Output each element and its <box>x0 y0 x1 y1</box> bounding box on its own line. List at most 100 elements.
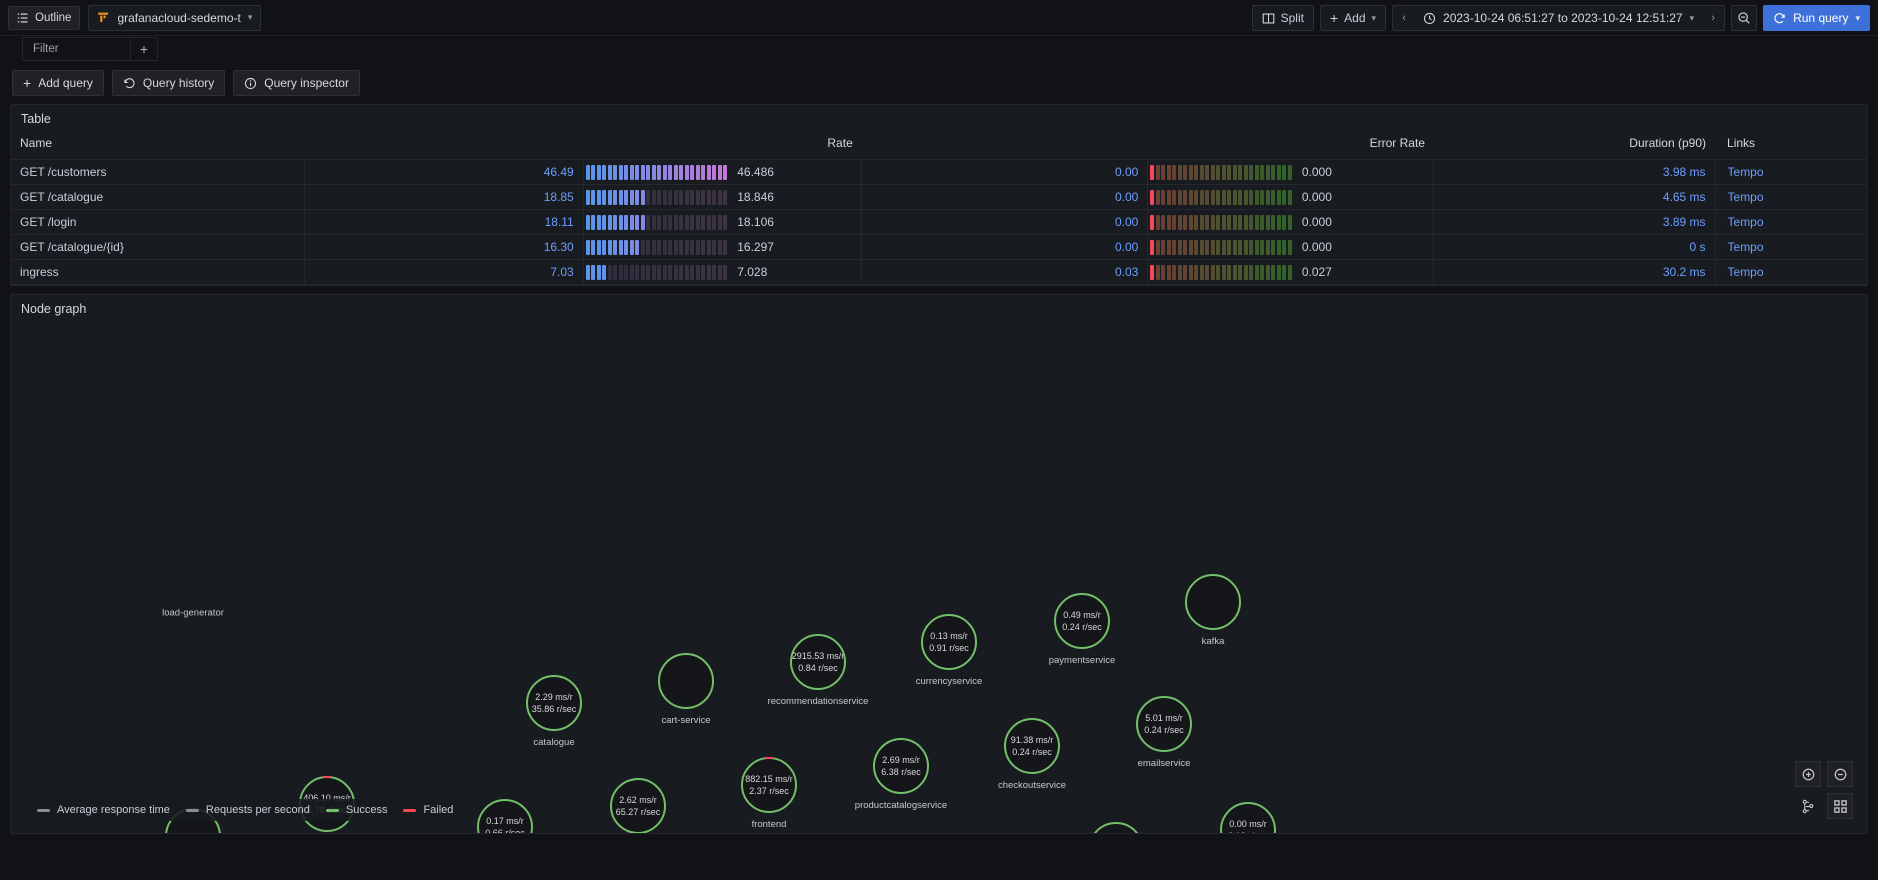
legend-item-2[interactable]: Success <box>325 804 387 816</box>
add-button[interactable]: + Add ▾ <box>1319 5 1387 31</box>
cell-links[interactable]: Tempo <box>1715 209 1867 235</box>
legend-swatch <box>37 808 50 812</box>
table-header-row: Name Rate Error Rate Duration (p90) Link… <box>11 132 1867 160</box>
cell-rate: 18.11 <box>304 209 584 235</box>
rate-value: 7.028 <box>737 265 768 279</box>
time-range-next-button[interactable]: › <box>1711 12 1715 24</box>
graph-node-frauddetectionservice[interactable]: 0.13 ms/r 0.14 r/sec frauddetectionservi… <box>1088 822 1144 833</box>
legend-item-3[interactable]: Failed <box>403 804 453 816</box>
node-ring[interactable]: 91.38 ms/r 0.24 r/sec <box>1004 718 1060 774</box>
outline-button[interactable]: Outline <box>8 5 81 30</box>
graph-node-cart-service[interactable]: cart-service <box>658 653 714 726</box>
column-header-duration[interactable]: Duration (p90) <box>1433 132 1716 160</box>
cell-links[interactable]: Tempo <box>1715 159 1867 185</box>
zoom-in-button[interactable] <box>1795 761 1821 787</box>
node-ring[interactable]: 0.13 ms/r 0.14 r/sec <box>1088 822 1144 833</box>
node-rate: 35.86 r/sec <box>531 704 577 714</box>
cell-links[interactable]: Tempo <box>1715 184 1867 210</box>
node-ring[interactable]: 2.62 ms/r 65.27 r/sec <box>610 778 666 833</box>
graph-node-frontend[interactable]: 882.15 ms/r 2.37 r/sec frontend <box>741 757 797 830</box>
nodegraph-panel: Node graph load-generator loadgenerator … <box>10 294 1868 834</box>
node-caption: productcatalogservice <box>854 800 948 811</box>
time-range-value-button[interactable]: 2023-10-24 06:51:27 to 2023-10-24 12:51:… <box>1415 6 1702 30</box>
graph-node-redis-cart[interactable]: 0.00 ms/r 2.12 r/sec redis-cart:6379 <box>1220 802 1276 833</box>
layout-graph-button[interactable] <box>1795 793 1821 819</box>
node-caption: checkoutservice <box>997 780 1067 791</box>
cell-error-sparkline: 0.027 <box>1147 259 1435 285</box>
cell-rate: 16.30 <box>304 234 584 260</box>
node-caption: catalogue <box>533 737 575 748</box>
node-ring[interactable] <box>1185 574 1241 630</box>
time-range-picker[interactable]: ‹ 2023-10-24 06:51:27 to 2023-10-24 12:5… <box>1392 5 1726 31</box>
chevron-down-icon: ▾ <box>1371 12 1377 23</box>
query-inspector-button[interactable]: Query inspector <box>233 70 360 96</box>
node-caption: recommendationservice <box>767 696 869 707</box>
node-ring[interactable]: 882.15 ms/r 2.37 r/sec <box>741 757 797 813</box>
time-range-prev-button[interactable]: ‹ <box>1402 12 1406 24</box>
column-header-links[interactable]: Links <box>1715 132 1867 160</box>
legend-item-1[interactable]: Requests per second <box>185 804 310 816</box>
node-caption: frontend <box>751 819 787 830</box>
cell-error-sparkline: 0.000 <box>1147 159 1435 185</box>
node-rate: 65.27 r/sec <box>615 807 661 817</box>
hierarchy-icon <box>1802 799 1813 813</box>
node-ring[interactable]: 0.00 ms/r 2.12 r/sec <box>1220 802 1276 833</box>
outline-label: Outline <box>35 11 72 24</box>
datasource-picker[interactable]: grafanacloud-sedemo-t ▾ <box>88 4 262 31</box>
zoom-out-button[interactable] <box>1827 761 1853 787</box>
graph-node-paymentservice[interactable]: 0.49 ms/r 0.24 r/sec paymentservice <box>1049 593 1115 666</box>
column-header-rate[interactable]: Rate <box>304 132 862 160</box>
node-ring[interactable]: 5.01 ms/r 0.24 r/sec <box>1136 696 1192 752</box>
graph-node-currencyservice[interactable]: 0.13 ms/r 0.91 r/sec currencyservice <box>916 614 982 687</box>
cell-links[interactable]: Tempo <box>1715 234 1867 260</box>
query-history-button[interactable]: Query history <box>111 70 226 96</box>
grid-layout-button[interactable] <box>1827 793 1853 819</box>
node-ring[interactable]: 2.29 ms/r 35.86 r/sec <box>526 675 582 731</box>
add-filter-button[interactable]: + <box>130 37 158 61</box>
zoom-out-time-button[interactable] <box>1731 5 1758 31</box>
cell-error-rate: 0.00 <box>861 184 1149 210</box>
cell-links[interactable]: Tempo <box>1715 259 1867 285</box>
graph-node-user[interactable]: 2.62 ms/r 65.27 r/sec user <box>610 778 666 833</box>
zoom-in-icon <box>1802 768 1814 780</box>
error-value: 0.000 <box>1301 190 1332 204</box>
add-query-label: Add query <box>38 76 93 90</box>
tempo-link: Tempo <box>1727 265 1764 279</box>
node-ring[interactable]: 2.69 ms/r 6.38 r/sec <box>873 738 929 794</box>
node-ring[interactable]: 0.13 ms/r 0.91 r/sec <box>921 614 977 670</box>
node-caption: emailservice <box>1137 758 1191 769</box>
graph-node-payment[interactable]: 0.17 ms/r 0.66 r/sec payment <box>477 799 533 833</box>
tempo-link: Tempo <box>1727 190 1764 204</box>
outline-icon <box>17 13 28 22</box>
filter-input[interactable]: Filter <box>22 37 130 61</box>
cell-name: GET /catalogue/{id} <box>11 234 306 260</box>
node-latency: 0.13 ms/r <box>930 631 968 641</box>
graph-node-productcatalogservice[interactable]: 2.69 ms/r 6.38 r/sec productcatalogservi… <box>855 738 947 811</box>
cell-duration: 4.65 ms <box>1433 184 1716 210</box>
column-header-name[interactable]: Name <box>11 132 305 160</box>
node-ring[interactable]: 0.49 ms/r 0.24 r/sec <box>1054 593 1110 649</box>
nodegraph-edges <box>11 295 311 445</box>
refresh-icon <box>1774 12 1785 23</box>
graph-node-kafka[interactable]: kafka <box>1185 574 1241 647</box>
graph-node-checkoutservice[interactable]: 91.38 ms/r 0.24 r/sec checkoutservice <box>998 718 1066 791</box>
split-button[interactable]: Split <box>1251 5 1314 31</box>
column-header-error-rate[interactable]: Error Rate <box>861 132 1434 160</box>
node-ring[interactable]: 2915.53 ms/r 0.84 r/sec <box>790 634 846 690</box>
add-query-button[interactable]: + Add query <box>12 70 104 96</box>
node-ring[interactable] <box>658 653 714 709</box>
table-panel: Table Name Rate Error Rate Duration (p90… <box>10 104 1868 286</box>
node-rate: 0.91 r/sec <box>929 643 969 653</box>
node-ring[interactable]: 0.17 ms/r 0.66 r/sec <box>477 799 533 833</box>
graph-node-emailservice[interactable]: 5.01 ms/r 0.24 r/sec emailservice <box>1136 696 1192 769</box>
graph-node-catalogue[interactable]: 2.29 ms/r 35.86 r/sec catalogue <box>526 675 582 748</box>
topbar-right-group: Split + Add ▾ ‹ 2023-10-24 06:51:27 to 2… <box>1251 0 1870 36</box>
legend-item-0[interactable]: Average response time <box>37 804 170 816</box>
run-query-button[interactable]: Run query ▾ <box>1763 5 1870 31</box>
graph-node-recommendationservice[interactable]: 2915.53 ms/r 0.84 r/sec recommendationse… <box>768 634 868 707</box>
